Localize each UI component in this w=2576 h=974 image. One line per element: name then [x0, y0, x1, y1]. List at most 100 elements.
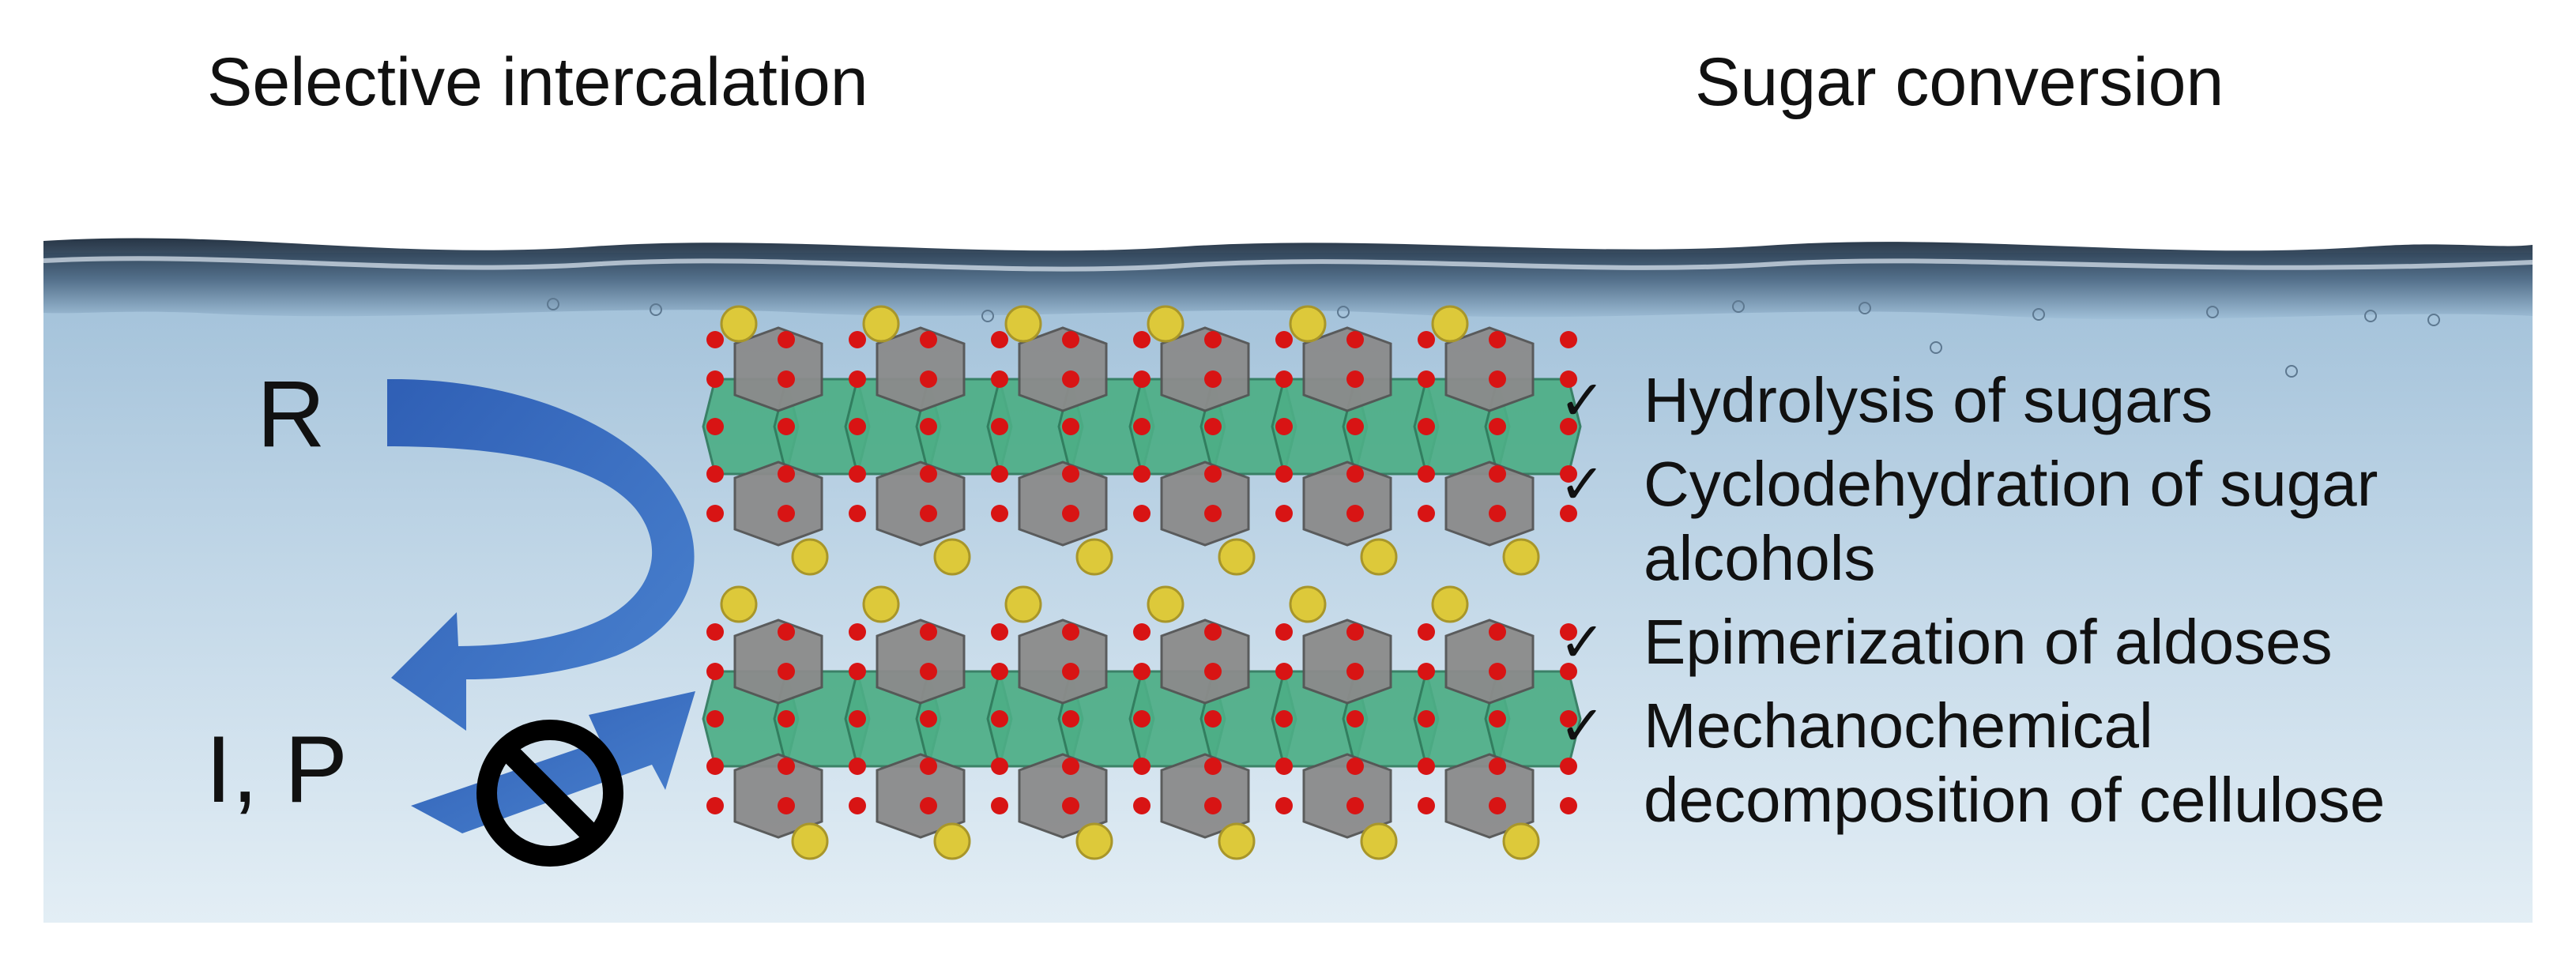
bubble: [650, 303, 662, 316]
oxygen-atom: [1489, 797, 1506, 814]
oxygen-atom: [1346, 710, 1364, 728]
gray-polyhedron: [1444, 753, 1535, 839]
oxygen-atom: [1346, 663, 1364, 680]
oxygen-atom: [1062, 758, 1079, 775]
bubble: [2364, 310, 2377, 322]
gray-polyhedron: [876, 461, 966, 547]
oxygen-atom: [1346, 418, 1364, 435]
oxygen-atom: [991, 710, 1008, 728]
oxygen-atom: [1418, 465, 1435, 483]
oxygen-atom: [1560, 465, 1577, 483]
oxygen-atom: [778, 331, 795, 348]
cation-atom: [1004, 585, 1042, 623]
oxygen-atom: [706, 663, 724, 680]
cation-atom: [933, 538, 971, 576]
oxygen-atom: [1489, 505, 1506, 522]
oxygen-atom: [1133, 331, 1151, 348]
gray-polyhedron: [1160, 326, 1250, 412]
oxygen-atom: [1275, 465, 1293, 483]
oxygen-atom: [1133, 370, 1151, 388]
gray-polyhedron: [1018, 619, 1108, 705]
oxygen-atom: [706, 505, 724, 522]
cation-atom: [1289, 585, 1327, 623]
oxygen-atom: [1346, 370, 1364, 388]
oxygen-atom: [1133, 418, 1151, 435]
gray-polyhedron: [733, 461, 823, 547]
oxygen-atom: [1133, 505, 1151, 522]
oxygen-atom: [849, 465, 866, 483]
checklist-item-text: Epimerization of aldoses: [1644, 607, 2333, 677]
check-icon: ✓: [1559, 610, 1606, 675]
oxygen-atom: [1560, 370, 1577, 388]
gray-polyhedron: [876, 619, 966, 705]
oxygen-atom: [849, 710, 866, 728]
bubble: [2032, 308, 2045, 321]
oxygen-atom: [1133, 623, 1151, 641]
cation-atom: [1218, 822, 1256, 860]
cation-atom: [862, 585, 900, 623]
gray-polyhedron: [1160, 461, 1250, 547]
oxygen-atom: [778, 758, 795, 775]
oxygen-atom: [1418, 758, 1435, 775]
oxygen-atom: [1489, 331, 1506, 348]
bubble: [2285, 365, 2298, 378]
oxygen-atom: [1489, 758, 1506, 775]
cation-atom: [1360, 538, 1398, 576]
oxygen-atom: [778, 710, 795, 728]
oxygen-atom: [849, 331, 866, 348]
oxygen-atom: [991, 797, 1008, 814]
prohibition-icon: [476, 720, 623, 867]
oxygen-atom: [1560, 623, 1577, 641]
oxygen-atom: [1062, 623, 1079, 641]
cation-atom: [1431, 305, 1469, 343]
oxygen-atom: [991, 663, 1008, 680]
cation-atom: [1289, 305, 1327, 343]
heading-sugar-conversion: Sugar conversion: [1695, 44, 2224, 120]
oxygen-atom: [1275, 505, 1293, 522]
heading-selective-intercalation: Selective intercalation: [207, 44, 868, 120]
oxygen-atom: [1489, 370, 1506, 388]
cation-atom: [933, 822, 971, 860]
oxygen-atom: [1418, 623, 1435, 641]
checklist: ✓Hydrolysis of sugars ✓Cyclodehydration …: [1553, 363, 2497, 847]
cation-atom: [1147, 305, 1184, 343]
oxygen-atom: [778, 505, 795, 522]
oxygen-atom: [920, 370, 937, 388]
check-icon: ✓: [1559, 368, 1606, 433]
oxygen-atom: [1133, 797, 1151, 814]
gray-polyhedron: [1302, 619, 1392, 705]
oxygen-atom: [920, 623, 937, 641]
oxygen-atom: [849, 797, 866, 814]
oxygen-atom: [991, 370, 1008, 388]
oxygen-atom: [778, 465, 795, 483]
oxygen-atom: [920, 797, 937, 814]
oxygen-atom: [1062, 418, 1079, 435]
water-surface-highlight: [43, 256, 2533, 272]
checklist-item: ✓Mechanochemical decomposition of cellul…: [1553, 689, 2497, 837]
oxygen-atom: [920, 418, 937, 435]
oxygen-atom: [1204, 710, 1222, 728]
oxygen-atom: [1346, 465, 1364, 483]
oxygen-atom: [1062, 797, 1079, 814]
oxygen-atom: [1204, 623, 1222, 641]
oxygen-atom: [1418, 710, 1435, 728]
oxygen-atom: [849, 370, 866, 388]
oxygen-atom: [1560, 418, 1577, 435]
gray-polyhedron: [1160, 753, 1250, 839]
oxygen-atom: [1275, 663, 1293, 680]
bubble: [2427, 314, 2440, 326]
oxygen-atom: [706, 331, 724, 348]
oxygen-atom: [920, 710, 937, 728]
oxygen-atom: [1346, 623, 1364, 641]
oxygen-atom: [1062, 331, 1079, 348]
checklist-item-text: Cyclodehydration of sugar alcohols: [1644, 449, 2378, 593]
cation-atom: [791, 538, 829, 576]
oxygen-atom: [991, 505, 1008, 522]
bubble: [1930, 341, 1942, 354]
oxygen-atom: [1133, 758, 1151, 775]
oxygen-atom: [1204, 331, 1222, 348]
oxygen-atom: [1275, 710, 1293, 728]
cation-atom: [1502, 822, 1540, 860]
gray-polyhedron: [1160, 619, 1250, 705]
